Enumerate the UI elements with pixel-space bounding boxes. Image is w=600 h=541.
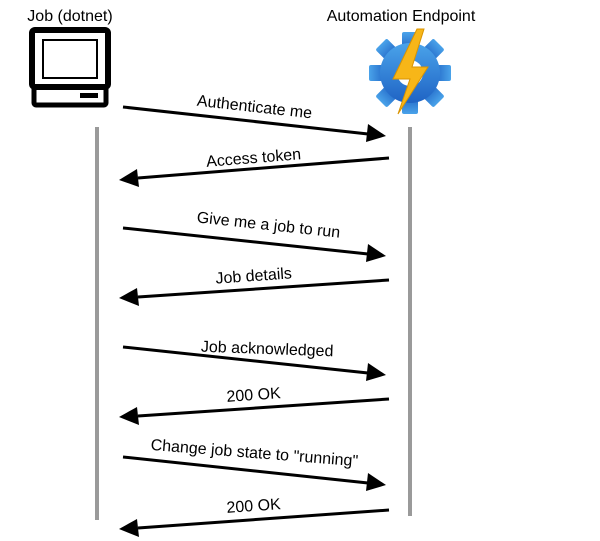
message-5: Job acknowledged xyxy=(122,339,386,381)
computer-icon xyxy=(29,27,111,108)
message-6: 200 OK xyxy=(119,385,390,425)
message-4: Job details xyxy=(119,265,390,306)
message-3: Give me a job to run xyxy=(122,209,386,262)
message-8-label: 200 OK xyxy=(226,496,282,517)
participant-endpoint-label: Automation Endpoint xyxy=(327,8,476,25)
message-8: 200 OK xyxy=(119,496,390,537)
message-6-label: 200 OK xyxy=(226,385,282,406)
participant-job-label: Job (dotnet) xyxy=(27,8,112,25)
message-7-label: Change job state to "running" xyxy=(150,437,359,470)
message-5-label: Job acknowledged xyxy=(201,339,334,361)
message-2: Access token xyxy=(119,146,390,187)
azure-automation-icon xyxy=(369,28,451,115)
message-1: Authenticate me xyxy=(122,93,386,142)
message-7: Change job state to "running" xyxy=(122,437,386,491)
message-4-label: Job details xyxy=(215,265,292,287)
